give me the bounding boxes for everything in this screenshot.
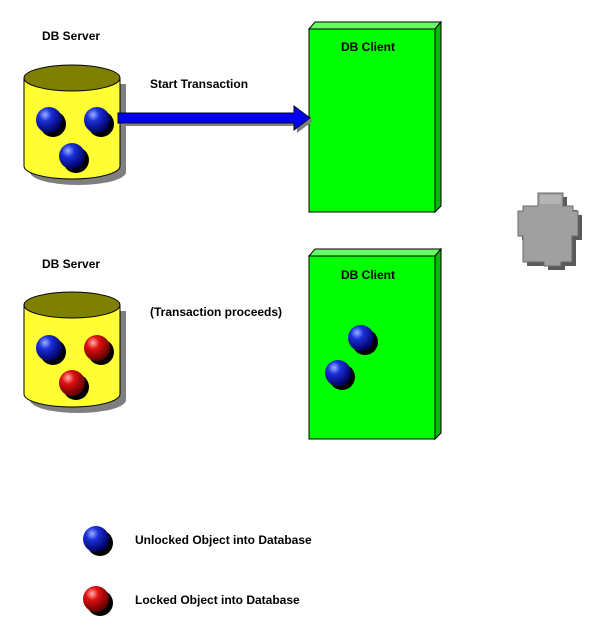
bottom-client-unlocked-sphere-icon	[348, 325, 378, 355]
db-server-top-lid	[23, 64, 121, 92]
top-server-unlocked-sphere-icon-ball	[84, 107, 110, 133]
bottom-server-locked-sphere-icon	[84, 335, 114, 365]
top-server-unlocked-sphere-icon-ball	[59, 143, 85, 169]
bottom-server-unlocked-sphere-icon	[36, 335, 66, 365]
person-icon	[517, 192, 582, 270]
db-client-top-front-face	[308, 28, 436, 213]
bottom-server-locked-sphere-icon-ball	[84, 335, 110, 361]
bottom-server-locked-sphere-icon-ball	[59, 370, 85, 396]
legend-unlocked-sphere-icon	[83, 526, 113, 556]
bottom-client-unlocked-sphere-icon-ball	[325, 360, 351, 386]
db-client-bottom-side-face	[434, 247, 442, 441]
object-spheres	[36, 107, 378, 616]
client-top-label: DB Client	[341, 40, 395, 54]
db-client-top-side-face	[434, 20, 442, 214]
person-body	[517, 192, 579, 267]
bottom-server-locked-sphere-icon	[59, 370, 89, 400]
start-transaction-arrow	[117, 105, 313, 133]
start-transaction-label: Start Transaction	[150, 77, 248, 91]
transaction-proceeds-label: (Transaction proceeds)	[150, 305, 282, 319]
db-client-top-top-face	[307, 21, 443, 30]
bottom-client-unlocked-sphere-icon	[325, 360, 355, 390]
top-server-unlocked-sphere-icon	[59, 143, 89, 173]
legend-unlocked-label: Unlocked Object into Database	[135, 533, 312, 547]
db-server-bottom-lid	[23, 291, 121, 319]
server-bottom-label: DB Server	[42, 257, 100, 271]
bottom-server-unlocked-sphere-icon-ball	[36, 335, 62, 361]
top-server-unlocked-sphere-icon-ball	[36, 107, 62, 133]
legend-locked-label: Locked Object into Database	[135, 593, 300, 607]
arrow-body	[117, 105, 311, 131]
bottom-client-unlocked-sphere-icon-ball	[348, 325, 374, 351]
db-client-bottom-top-face	[307, 248, 443, 257]
legend-unlocked-sphere-icon-ball	[83, 526, 109, 552]
legend-locked-sphere-icon	[83, 586, 113, 616]
db-client-top	[307, 20, 443, 214]
top-server-unlocked-sphere-icon	[84, 107, 114, 137]
top-server-unlocked-sphere-icon	[36, 107, 66, 137]
person-face	[540, 195, 561, 204]
server-top-label: DB Server	[42, 29, 100, 43]
legend-locked-sphere-icon-ball	[83, 586, 109, 612]
client-bottom-label: DB Client	[341, 268, 395, 282]
